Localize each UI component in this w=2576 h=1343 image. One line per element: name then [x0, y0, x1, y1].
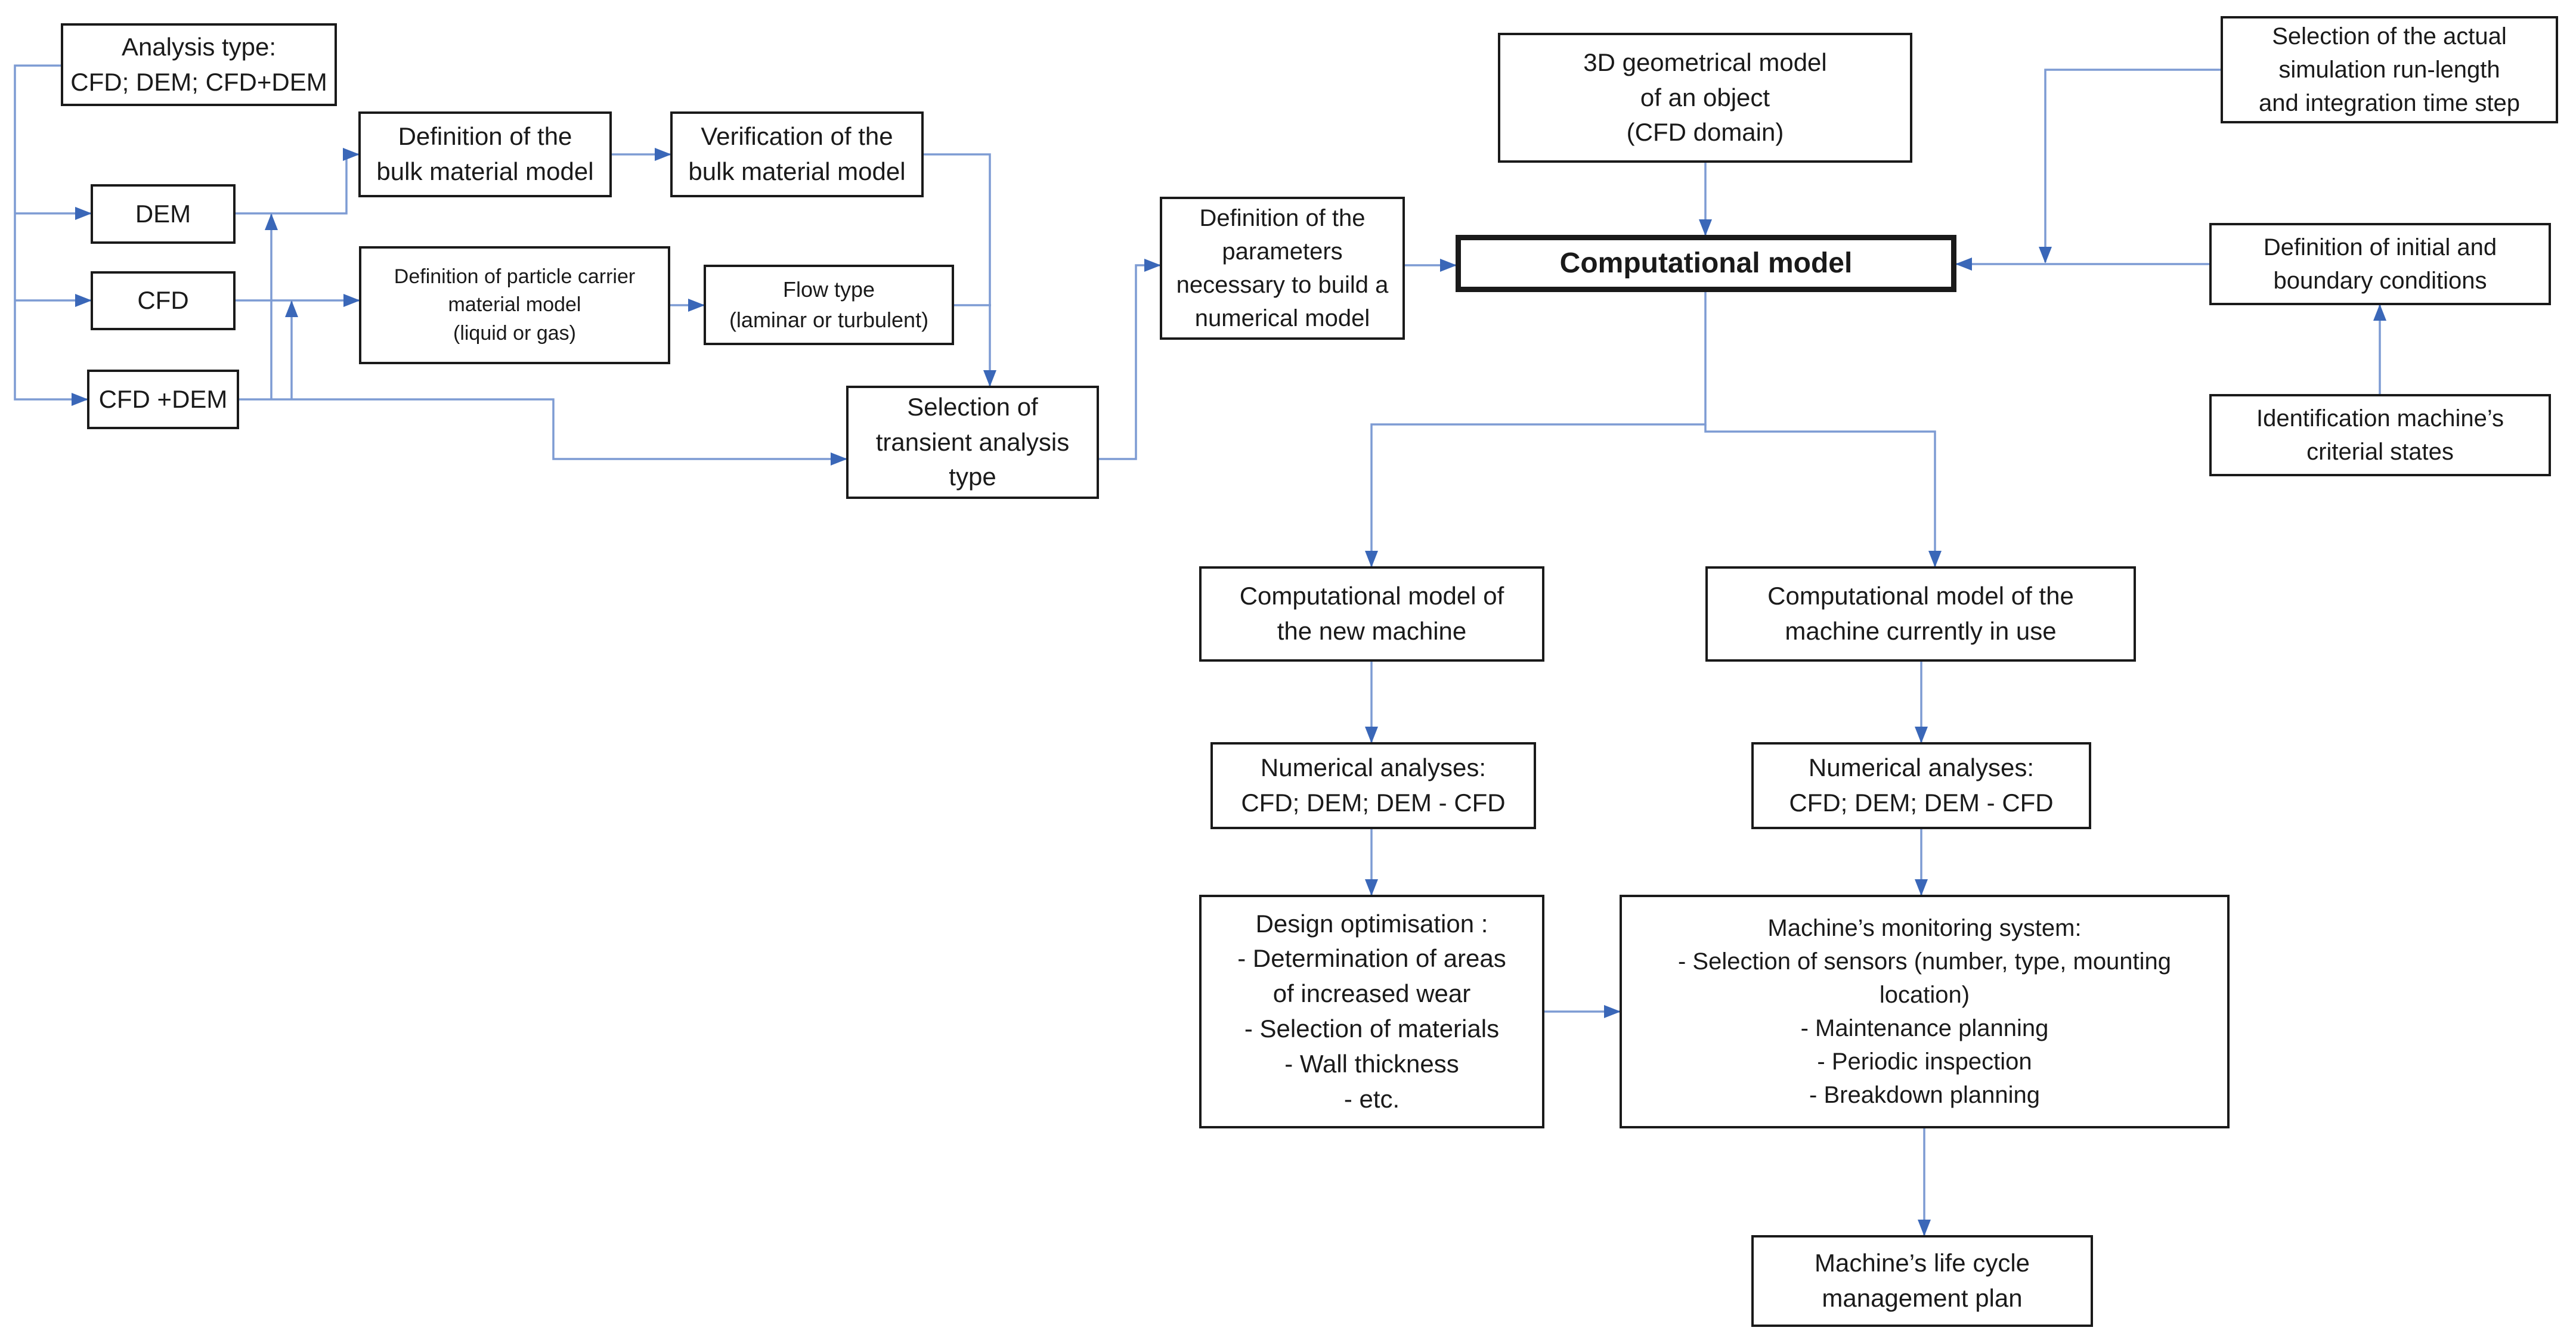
- node-comp-new: Computational model of the new machine: [1199, 566, 1544, 662]
- node-comp-current: Computational model of the machine curre…: [1705, 566, 2136, 662]
- node-ver-bulk: Verification of the bulk material model: [670, 111, 924, 197]
- connectors: [14, 64, 2386, 1236]
- def-bulk-label: Definition of the bulk material model: [376, 122, 594, 185]
- design-opt-label: Design optimisation : - Determination of…: [1237, 909, 1506, 1113]
- node-sel-runlength: Selection of the actual simulation run-l…: [2221, 16, 2558, 123]
- node-def-initial: Definition of initial and boundary condi…: [2209, 223, 2551, 305]
- node-analysis-type: Analysis type: CFD; DEM; CFD+DEM: [61, 23, 337, 106]
- connector-compmodel-split-right: [1704, 424, 1942, 567]
- node-lifecycle: Machine’s life cycle management plan: [1751, 1235, 2093, 1327]
- geo-model-label: 3D geometrical model of an object (CFD d…: [1583, 48, 1827, 147]
- node-def-params: Definition of the parameters necessary t…: [1160, 197, 1405, 340]
- node-def-bulk: Definition of the bulk material model: [358, 111, 612, 197]
- sel-runlength-label: Selection of the actual simulation run-l…: [2258, 23, 2521, 116]
- node-ident-states: Identification machine’s criterial state…: [2209, 394, 2551, 476]
- connector-compmodel-split-left: [1365, 292, 1707, 567]
- cfd-dem-label: CFD +DEM: [98, 384, 228, 413]
- comp-current-label: Computational model of the machine curre…: [1767, 582, 2074, 645]
- connector-seltransient-to-defparams: [1099, 259, 1161, 460]
- comp-model-label: Computational model: [1559, 247, 1853, 280]
- flow-type-label: Flow type (laminar or turbulent): [729, 277, 929, 332]
- comp-new-label: Computational model of the new machine: [1239, 582, 1504, 645]
- connector-dem-to-defbulk: [236, 148, 360, 215]
- lifecycle-label: Machine’s life cycle management plan: [1814, 1249, 2030, 1312]
- node-comp-model: Computational model: [1456, 235, 1956, 292]
- node-flow-type: Flow type (laminar or turbulent): [704, 265, 954, 345]
- def-particle-label: Definition of particle carrier material …: [394, 265, 636, 345]
- node-num-right: Numerical analyses: CFD; DEM; DEM - CFD: [1751, 742, 2091, 829]
- analysis-type-label: Analysis type: CFD; DEM; CFD+DEM: [70, 32, 327, 96]
- connector-cfddem-to-seltransient: [239, 398, 847, 466]
- node-cfd-dem: CFD +DEM: [87, 370, 239, 429]
- node-def-particle: Definition of particle carrier material …: [359, 246, 670, 364]
- ver-bulk-label: Verification of the bulk material model: [688, 122, 906, 185]
- monitoring-label: Machine’s monitoring system: - Selection…: [1677, 915, 2172, 1108]
- node-geo-model: 3D geometrical model of an object (CFD d…: [1498, 33, 1912, 163]
- connector-runlength-join: [2039, 69, 2221, 263]
- node-design-opt: Design optimisation : - Determination of…: [1199, 895, 1544, 1128]
- ident-states-label: Identification machine’s criterial state…: [2256, 405, 2504, 465]
- node-num-left: Numerical analyses: CFD; DEM; DEM - CFD: [1210, 742, 1536, 829]
- def-initial-label: Definition of initial and boundary condi…: [2263, 234, 2497, 294]
- sel-transient-label: Selection of transient analysis type: [875, 392, 1070, 491]
- num-left-label: Numerical analyses: CFD; DEM; DEM - CFD: [1241, 753, 1506, 817]
- dem-label: DEM: [135, 199, 191, 228]
- connector-verbulk-to-seltransient: [924, 153, 996, 387]
- node-dem: DEM: [91, 184, 236, 244]
- cfd-label: CFD: [137, 286, 189, 315]
- def-params-label: Definition of the parameters necessary t…: [1176, 205, 1389, 331]
- node-cfd: CFD: [91, 271, 236, 330]
- node-sel-transient: Selection of transient analysis type: [846, 386, 1099, 499]
- node-monitoring: Machine’s monitoring system: - Selection…: [1620, 895, 2230, 1128]
- connector-trunk-to-cfddem: [14, 64, 88, 406]
- num-right-label: Numerical analyses: CFD; DEM; DEM - CFD: [1789, 753, 2054, 817]
